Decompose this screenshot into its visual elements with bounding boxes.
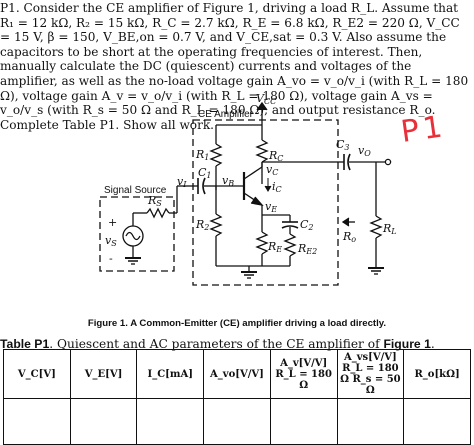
r1-resistor	[209, 143, 223, 167]
ro-label: Ro	[342, 230, 356, 244]
table-header-row: V_C[V] V_E[V] I_C[mA] A_vo[V/V] A_v[V/V]…	[3, 349, 471, 399]
ve-label: vE	[265, 200, 277, 214]
header-vc: V_C[V]	[3, 349, 71, 399]
table-caption: Table P1. Quiescent and AC parameters of…	[0, 337, 435, 351]
rl-label: RL	[382, 222, 397, 236]
rs-resistor	[146, 207, 170, 219]
figure-caption: Figure 1. A Common-Emitter (CE) amplifie…	[87, 318, 387, 329]
table-caption-prefix: Table P1	[0, 337, 50, 351]
re2-label: RE2	[297, 242, 317, 256]
ic-label: iC	[272, 180, 282, 194]
plus-label: +	[108, 216, 117, 229]
vcc-label: VCC	[256, 92, 276, 106]
vi-label: vI	[177, 175, 187, 189]
results-table: V_C[V] V_E[V] I_C[mA] A_vo[V/V] A_v[V/V]…	[3, 349, 471, 445]
cell-vc[interactable]	[3, 398, 71, 445]
signal-source-box	[99, 196, 175, 272]
rl-resistor	[369, 215, 383, 239]
vb-label: vB	[222, 174, 234, 188]
cell-ic[interactable]	[136, 398, 205, 445]
ce-amplifier-box	[192, 119, 339, 286]
r1-label: R1	[195, 148, 209, 162]
cell-avs[interactable]	[336, 398, 405, 445]
rc-resistor	[255, 139, 269, 163]
circuit-figure: CE Amplifier Signal Source VCC R1 RC vC …	[99, 92, 397, 286]
minus-label: -	[109, 252, 113, 265]
header-avs: A_vs[V/V] R_L = 180 Ω R_s = 50 Ω	[336, 349, 405, 399]
c2-plate-b	[281, 225, 299, 229]
ce-amplifier-label: CE Amplifier	[198, 109, 254, 120]
cell-ro[interactable]	[403, 398, 471, 445]
r2-label: R2	[195, 218, 209, 232]
header-ro: R_o[kΩ]	[403, 349, 471, 399]
problem-statement: P1. Consider the CE amplifier of Figure …	[0, 1, 472, 132]
vc-label: vC	[266, 163, 278, 177]
c1-plate-b	[202, 177, 206, 195]
cell-ve[interactable]	[69, 398, 138, 445]
re2-resistor	[283, 233, 297, 257]
rc-label: RC	[268, 149, 283, 163]
c3-plate-b	[347, 153, 351, 171]
c2-label: C2	[300, 218, 314, 232]
c1-label: C1	[198, 166, 212, 180]
table-row	[3, 398, 471, 445]
cell-av[interactable]	[269, 398, 338, 445]
table-caption-text: . Quiescent and AC parameters of the CE …	[49, 337, 384, 351]
table-caption-end: .	[430, 337, 435, 351]
header-ic: I_C[mA]	[136, 349, 205, 399]
table-caption-fig: Figure 1	[383, 337, 431, 351]
signal-source-label: Signal Source	[104, 185, 167, 196]
re-label: RE	[267, 240, 282, 254]
rs-label: RS	[147, 194, 162, 208]
problem-text: P1. Consider the CE amplifier of Figure …	[0, 1, 469, 132]
header-ve: V_E[V]	[69, 349, 138, 399]
r2-resistor	[209, 213, 223, 237]
re-resistor	[255, 231, 269, 255]
vs-label: vS	[105, 234, 117, 248]
cell-avo[interactable]	[203, 398, 271, 445]
header-avo: A_vo[V/V]	[203, 349, 271, 399]
handwritten-note: P1	[398, 109, 449, 150]
c3-label: C3	[336, 138, 350, 152]
vo-label: vO	[358, 144, 371, 158]
header-av: A_v[V/V] R_L = 180 Ω	[269, 349, 338, 399]
